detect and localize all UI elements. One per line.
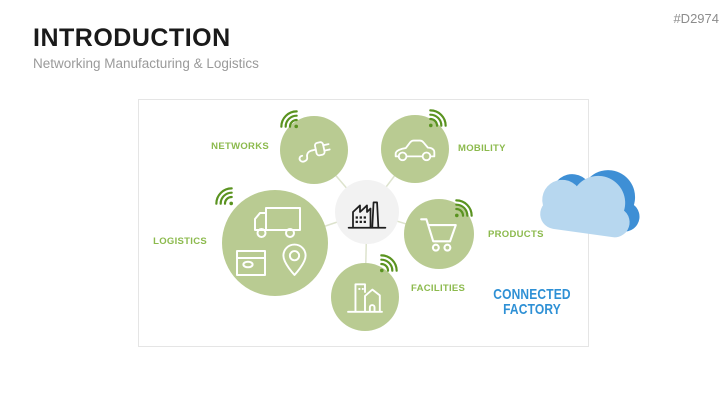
node-circle-facilities: [331, 263, 399, 331]
wireless-signal-icon: [379, 254, 398, 273]
node-label-logistics: LOGISTICS: [153, 236, 207, 247]
caption-line-2: FACTORY: [503, 301, 561, 318]
building-icon: [347, 283, 383, 313]
page-subtitle: Networking Manufacturing & Logistics: [33, 56, 259, 71]
node-label-networks: NETWORKS: [211, 141, 269, 152]
slide-code: #D2974: [673, 11, 719, 26]
node-label-mobility: MOBILITY: [458, 143, 506, 154]
connected-factory-caption: CONNECTED FACTORY: [488, 287, 576, 317]
wireless-signal-icon: [428, 109, 447, 128]
node-label-facilities: FACILITIES: [411, 283, 466, 294]
node-label-products: PRODUCTS: [488, 229, 544, 240]
car-icon: [394, 139, 436, 162]
diagram-panel: NETWORKS MOBILITY LOGISTICS PRODUCTS FAC…: [138, 99, 589, 347]
wireless-signal-icon: [280, 110, 299, 129]
node-circle-networks: [280, 116, 348, 184]
wireless-signal-icon: [215, 187, 234, 206]
plug-icon: [298, 141, 331, 163]
box-icon: [236, 250, 266, 276]
node-circle-products: [404, 199, 474, 269]
node-circle-logistics: [222, 190, 328, 296]
location-pin-icon: [282, 243, 307, 276]
cloud-icon: [540, 170, 640, 238]
shopping-cart-icon: [420, 218, 457, 252]
page-title: INTRODUCTION: [33, 24, 231, 52]
truck-icon: [254, 207, 301, 238]
caption-line-1: CONNECTED: [493, 286, 571, 303]
wireless-signal-icon: [454, 199, 473, 218]
factory-icon: [347, 201, 387, 229]
hub-circle: [335, 180, 399, 244]
